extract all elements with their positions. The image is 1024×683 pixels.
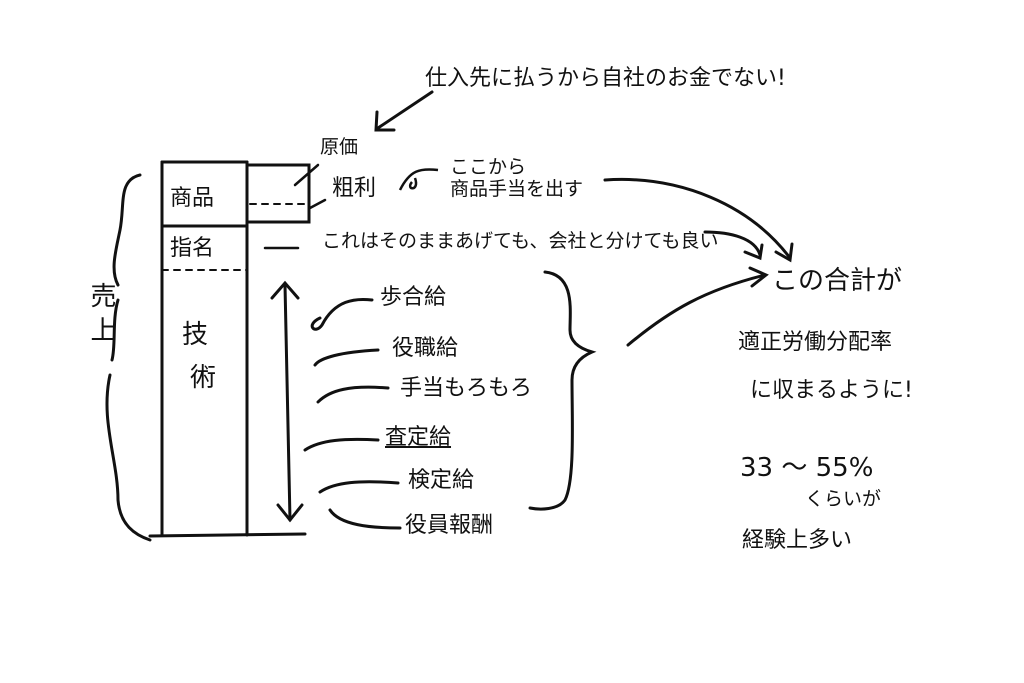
sales-label: 売上 [86,282,116,350]
nomination-label: 指名 [170,236,215,261]
conclusion-line1: この合計が [772,266,903,296]
pay-item: 役職給 [392,336,459,361]
connector [318,480,400,494]
nomination-arrow [703,230,762,257]
connector [328,508,402,530]
arrow-down-head [276,503,304,523]
gross-profit-label: 粗利 [332,176,377,201]
connector [303,437,380,452]
supplier-arrow-head [374,110,396,132]
conclusion-range: 33 〜 55% [740,453,874,483]
total-arrow [626,273,767,347]
arrow-up-head [270,280,300,300]
nomination-note: これはそのままあげても、会社と分けても良い [322,230,719,252]
pay-item: 手当もろもろ [400,376,533,401]
connector [310,297,374,331]
pay-items-brace [528,270,597,511]
total-arrow-head [748,266,769,288]
product-label: 商品 [170,186,215,211]
gross-profit-note-line1: ここから [450,156,527,178]
range-arrow-shaft [283,283,292,522]
nomination-arrow-head [743,243,764,261]
gross-profit-arrow [603,177,792,260]
pay-item: 役員報酬 [405,513,494,538]
connector [313,348,380,367]
conclusion-line6: 経験上多い [742,528,853,553]
gross-profit-arrow-head [774,242,794,263]
column-bottom-line [148,532,307,538]
cost-label: 原価 [320,136,359,158]
conclusion-line2: 適正労働分配率 [738,330,893,355]
pay-item: 検定給 [408,468,475,493]
technique-label-1: 技 [182,320,209,350]
gross-profit-note-line2: 商品手当を出す [450,178,584,200]
sales-brace [105,173,152,542]
technique-label-2: 術 [190,363,217,393]
cost-box [245,163,311,224]
supplier-note: 仕入先に払うから自社のお金でない! [425,66,786,91]
pay-item: 歩合給 [380,285,447,310]
conclusion-line5: くらいが [805,488,882,510]
conclusion-line3: に収まるように! [750,378,913,403]
supplier-arrow [376,90,434,130]
cost-pointer [293,163,320,187]
pay-item: 査定給 [385,425,452,450]
gross-profit-pointer [308,198,327,210]
connector [316,385,390,404]
